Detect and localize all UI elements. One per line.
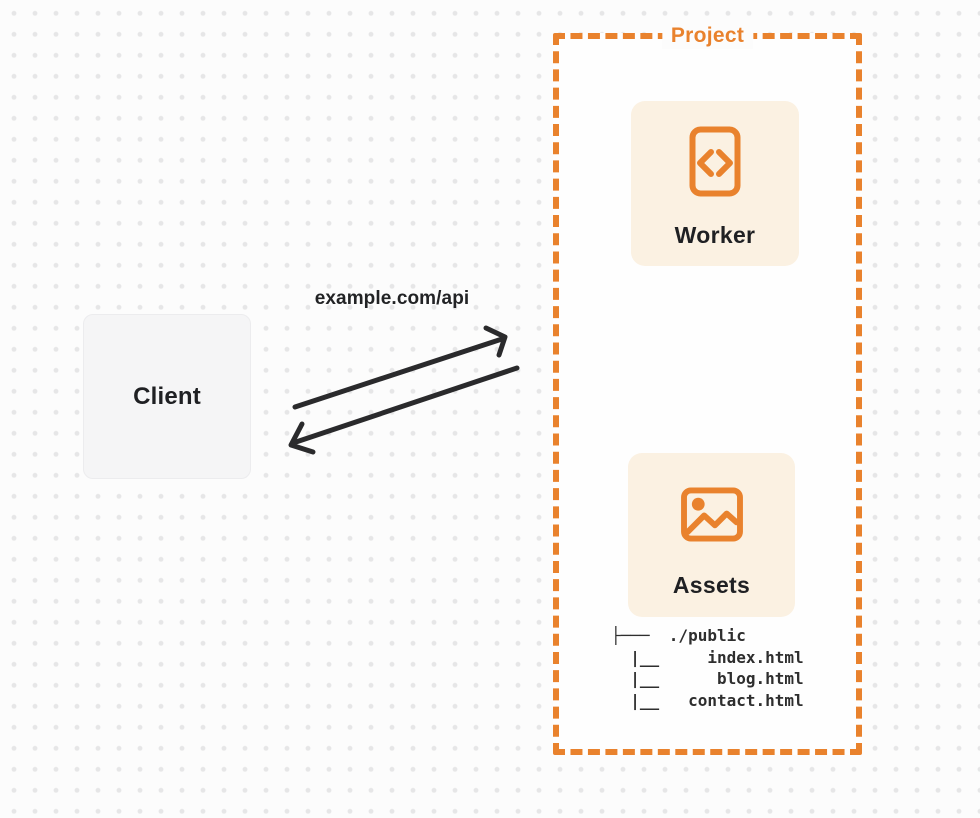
project-container: Project Worker Assets ├─── ./public |__ … <box>553 23 862 755</box>
client-label: Client <box>133 382 201 410</box>
assets-label: Assets <box>672 572 751 598</box>
request-arrow <box>292 325 508 410</box>
request-url-label: example.com/api <box>314 288 470 309</box>
client-node: Client <box>83 314 251 479</box>
code-icon <box>689 126 741 197</box>
image-icon <box>680 487 743 542</box>
file-tree: ├─── ./public |__ index.html |__ blog.ht… <box>611 626 804 710</box>
worker-label: Worker <box>674 222 756 248</box>
project-label: Project <box>661 23 754 49</box>
response-arrow <box>288 365 520 455</box>
worker-node: Worker <box>631 101 799 266</box>
assets-node: Assets <box>628 453 795 617</box>
